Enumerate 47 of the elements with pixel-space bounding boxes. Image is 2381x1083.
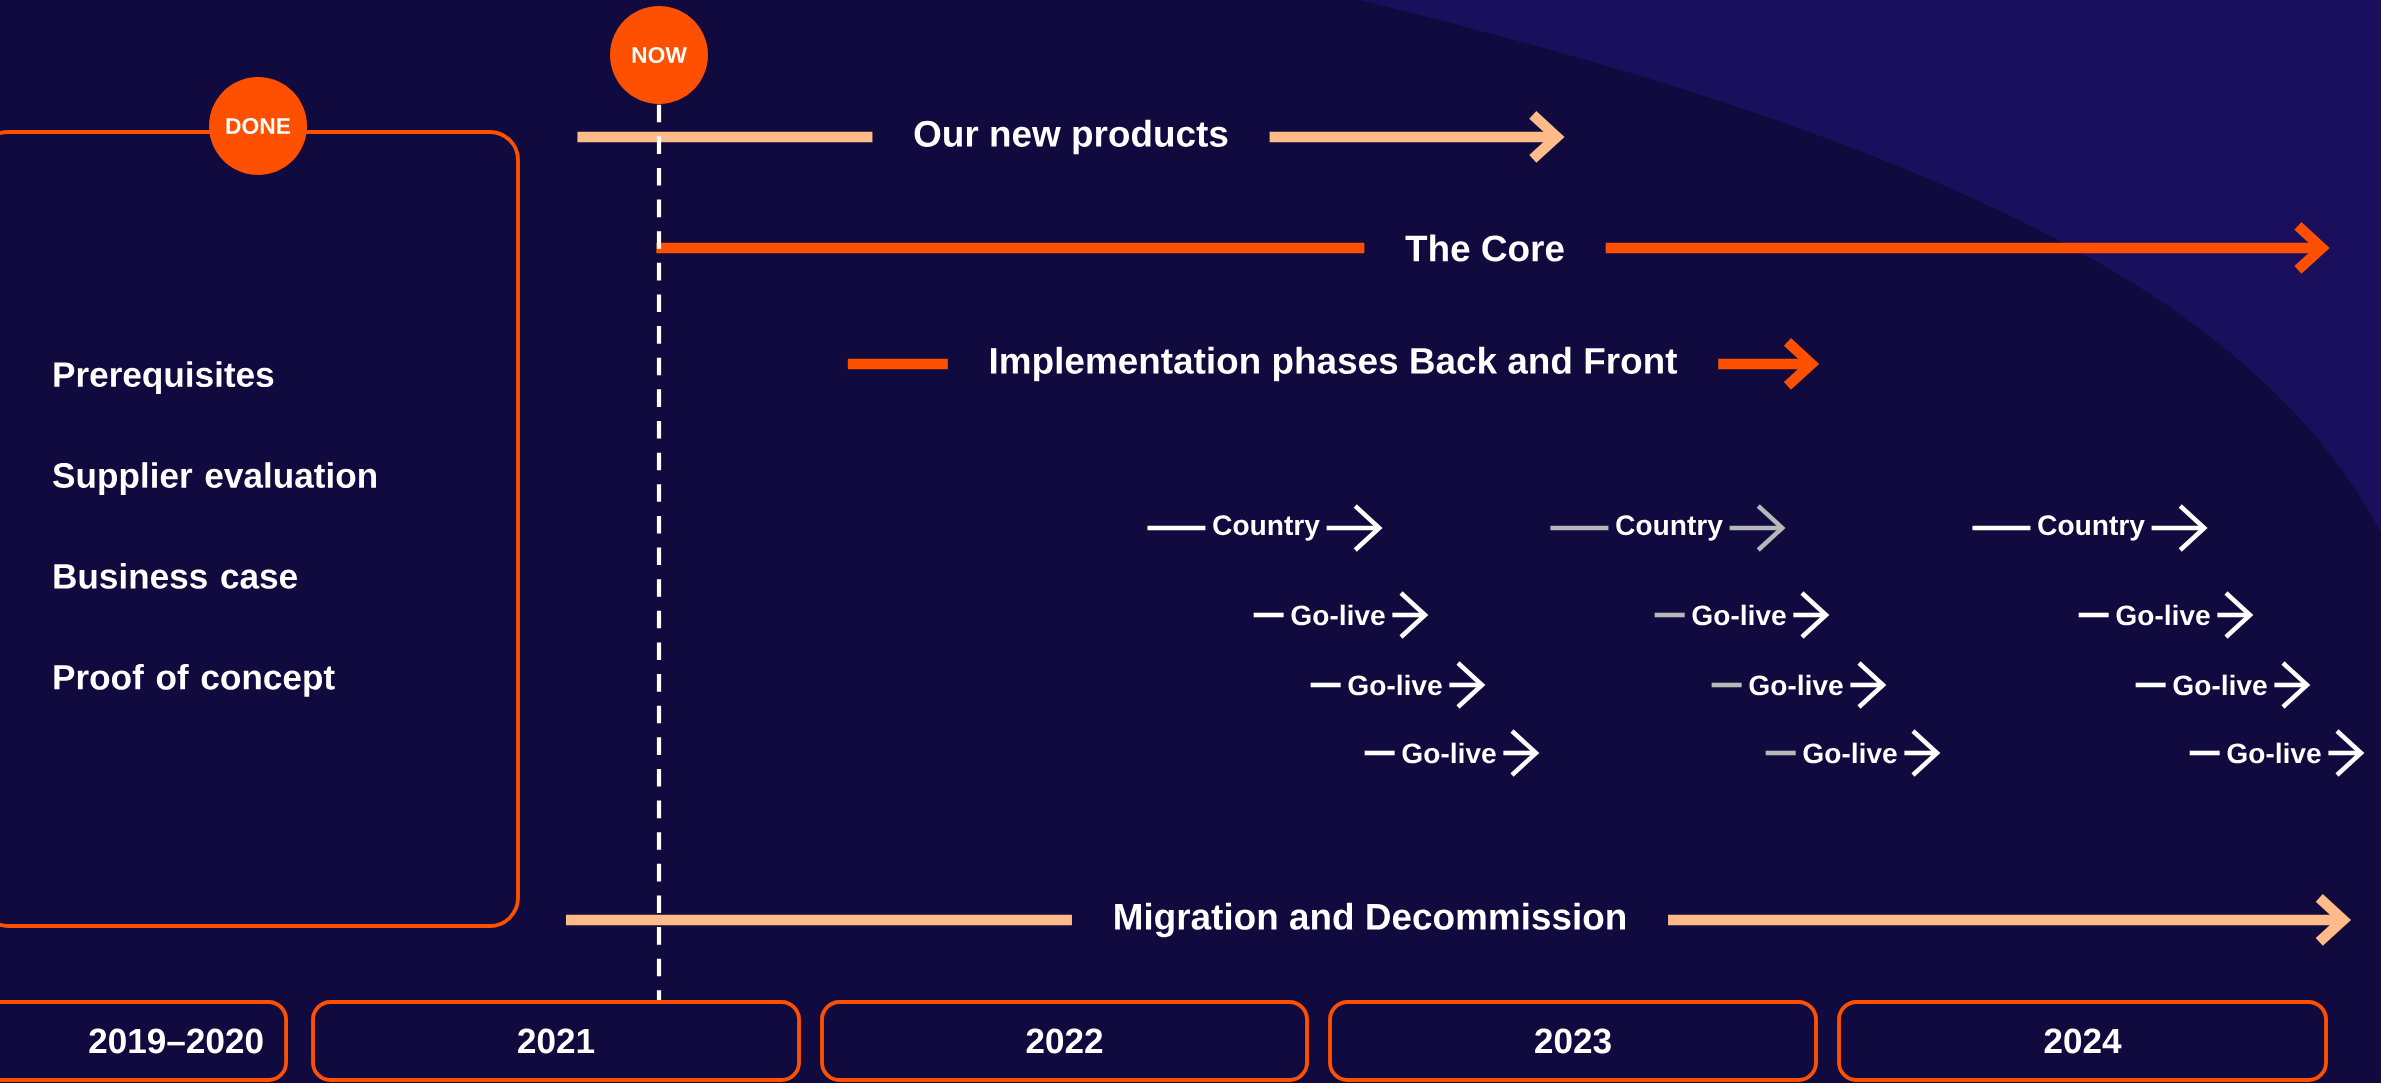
line-segment bbox=[1310, 682, 1341, 688]
list-item: Supplier evaluation bbox=[53, 462, 376, 495]
dashed-line bbox=[656, 104, 662, 1001]
line-segment bbox=[1972, 525, 2031, 531]
year-box: 2022 bbox=[820, 1000, 1309, 1082]
line-segment bbox=[2078, 612, 2109, 618]
bar-label: The Core bbox=[1405, 234, 1564, 262]
line-segment bbox=[847, 358, 948, 370]
bar-label: Go-live bbox=[1291, 604, 1385, 626]
list-item: Business case bbox=[54, 563, 297, 589]
bar-label: Go-live bbox=[2116, 604, 2210, 626]
line-segment bbox=[1364, 750, 1395, 756]
line-segment bbox=[1253, 612, 1284, 618]
year-box: 2021 bbox=[311, 1000, 801, 1082]
year-box: 2019–2020 bbox=[0, 1000, 288, 1082]
bar-label: Go-live bbox=[2227, 742, 2321, 764]
bar-label: Go-live bbox=[1803, 742, 1897, 764]
year-box: 2024 bbox=[1837, 1000, 2328, 1082]
bar-label: Go-live bbox=[1749, 674, 1843, 696]
line-segment bbox=[2135, 682, 2166, 688]
arrow bbox=[1668, 894, 2352, 946]
bar-label: Go-live bbox=[1402, 742, 1496, 764]
status-badge: NOW bbox=[610, 6, 708, 104]
bar-label: Go-live bbox=[1348, 674, 1442, 696]
bar-label: Go-live bbox=[1692, 604, 1786, 626]
line-segment bbox=[577, 131, 873, 143]
line-segment bbox=[2189, 750, 2220, 756]
bar-label: Country bbox=[1616, 515, 1723, 541]
line-segment bbox=[1765, 750, 1796, 756]
line-segment bbox=[566, 914, 1072, 926]
list-item: Prerequisites bbox=[54, 361, 274, 395]
line-segment bbox=[1550, 525, 1609, 531]
line-segment bbox=[1654, 612, 1685, 618]
bar-label: Implementation phases Back and Front bbox=[991, 346, 1678, 382]
line-segment bbox=[656, 242, 1365, 254]
arrow bbox=[1605, 222, 2330, 274]
bar-label: Country bbox=[2038, 515, 2145, 541]
status-badge: DONE bbox=[209, 77, 307, 175]
bar-label: Go-live bbox=[2173, 674, 2267, 696]
line-segment bbox=[1147, 525, 1206, 531]
bar-label: Country bbox=[1213, 515, 1320, 541]
arrow bbox=[1269, 111, 1565, 163]
bar-label: Our new products bbox=[914, 119, 1228, 155]
list-item: Proof of concept bbox=[54, 663, 335, 697]
bar-label: Migration and Decommission bbox=[1115, 902, 1625, 938]
year-box: 2023 bbox=[1328, 1000, 1818, 1082]
line-segment bbox=[1711, 682, 1742, 688]
